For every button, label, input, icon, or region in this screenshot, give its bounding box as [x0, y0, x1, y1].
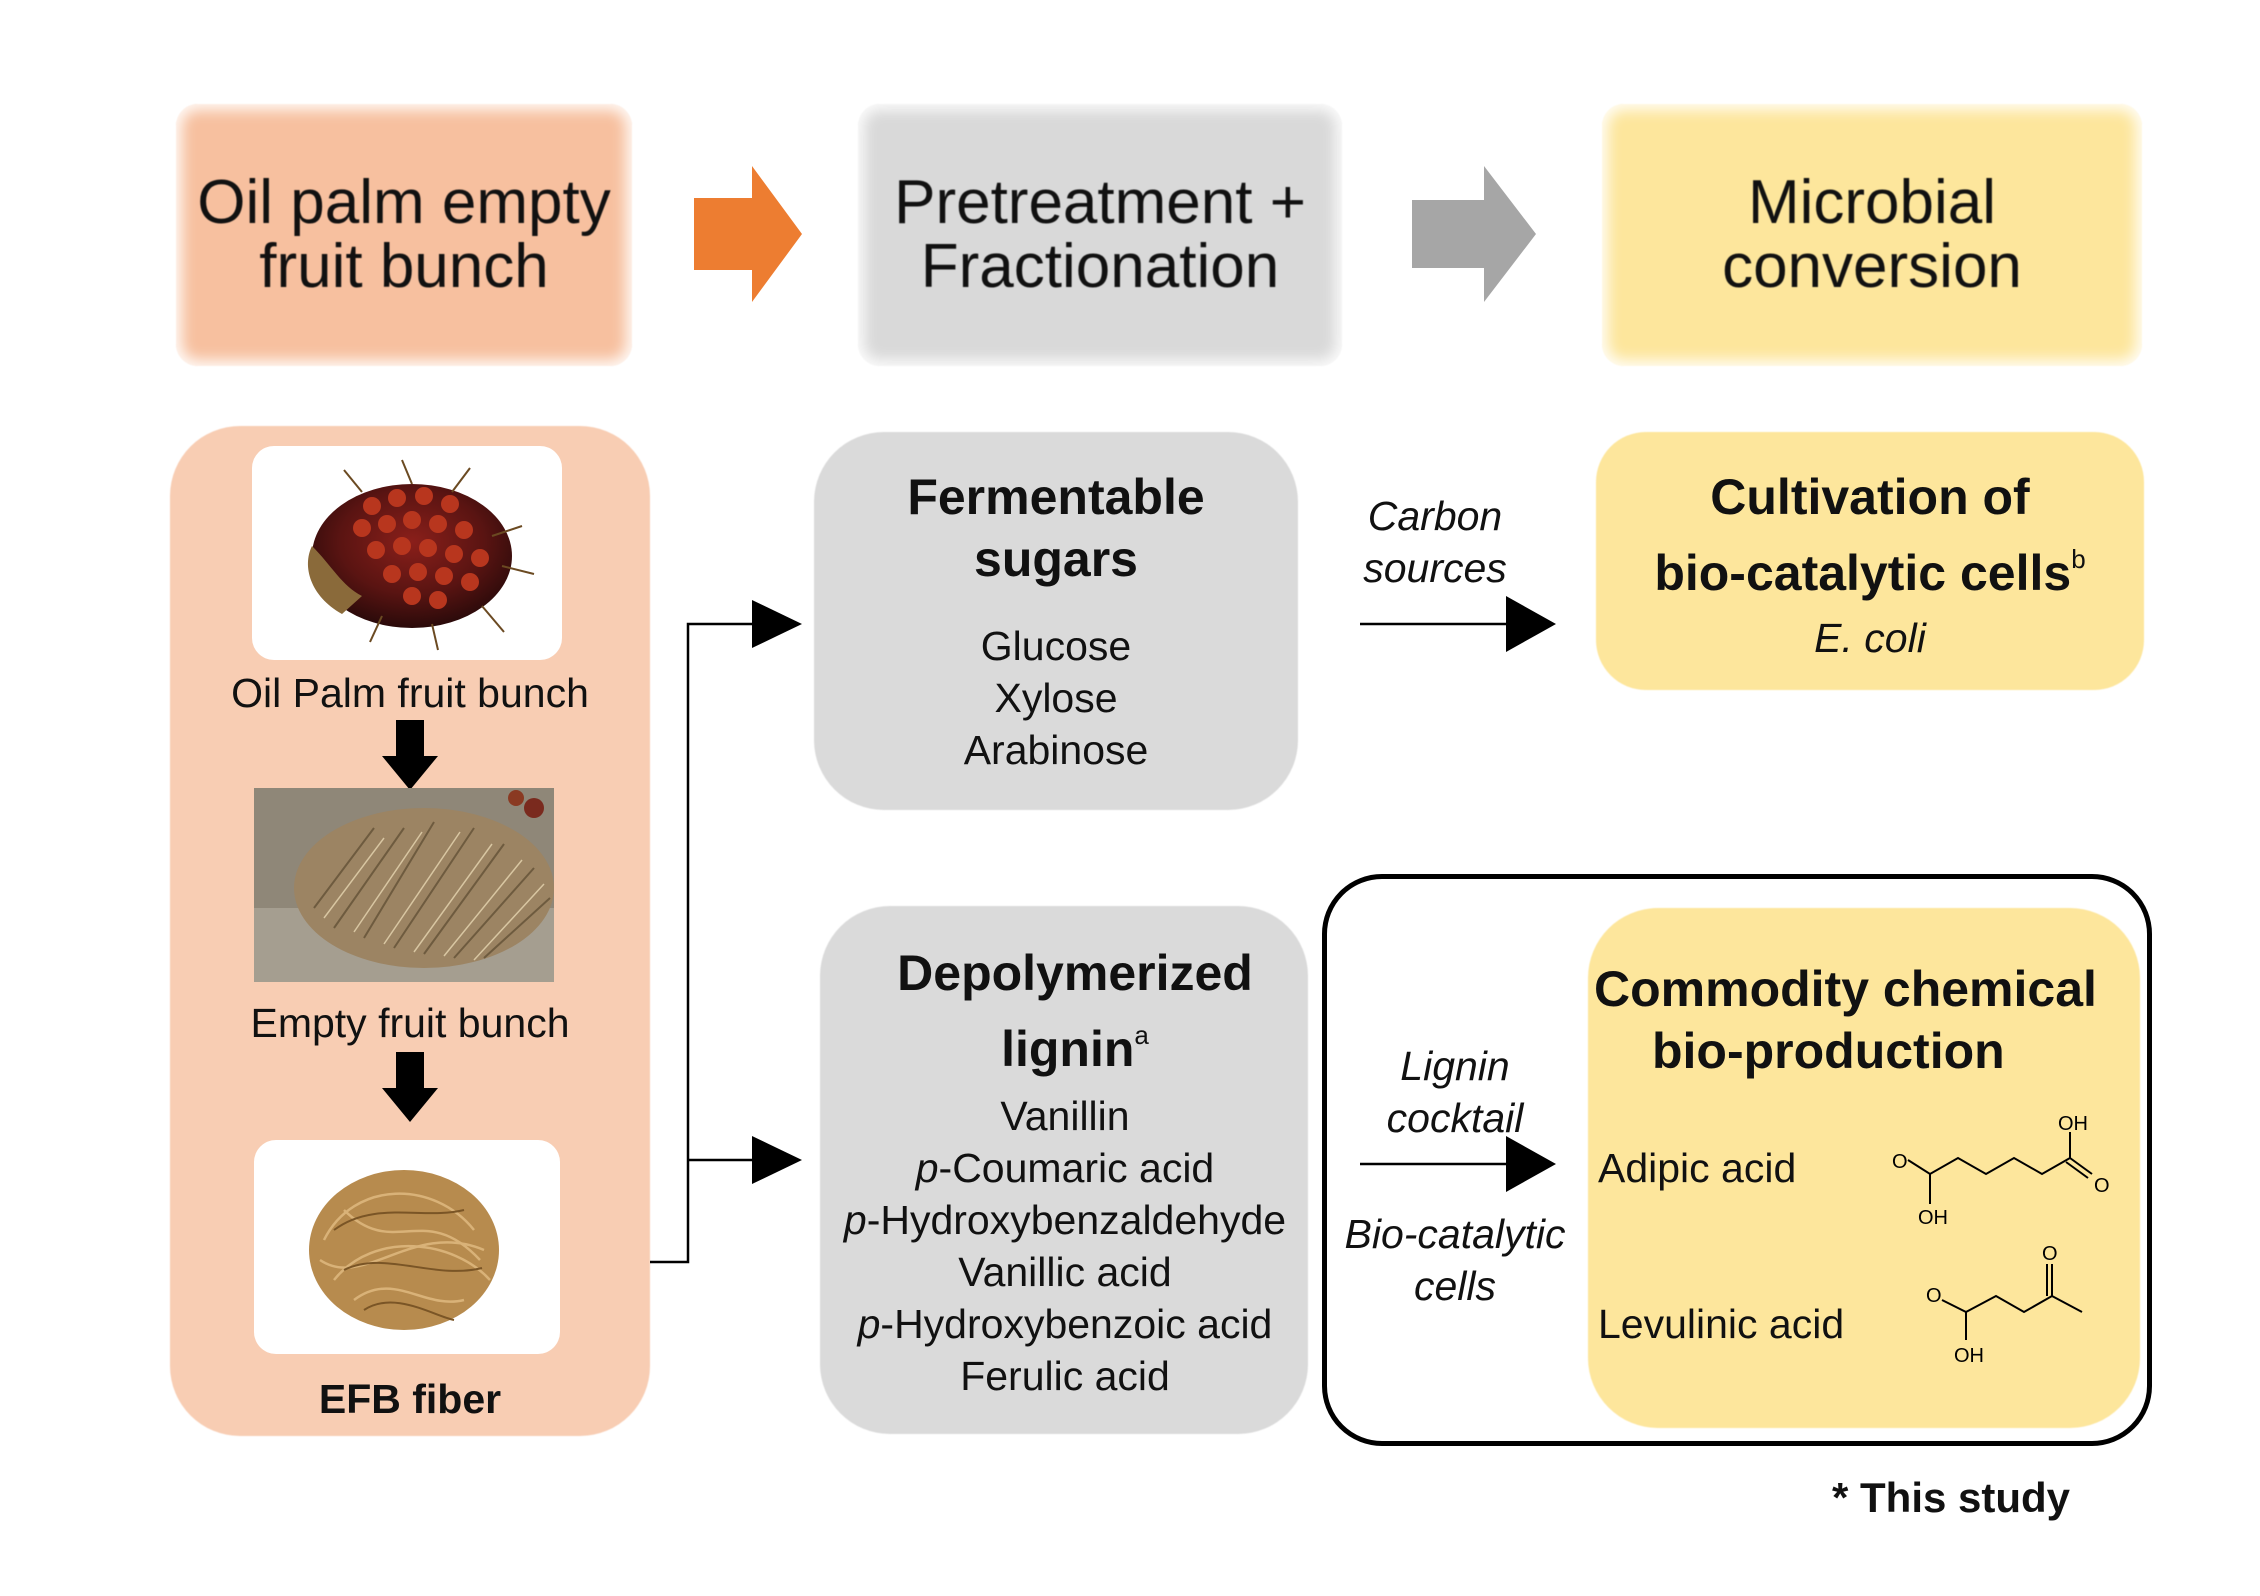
adipic-o-left: O: [1892, 1151, 1908, 1173]
branch-connector: [650, 600, 802, 1264]
cultivation-title-line2: bio-catalytic cells: [1654, 545, 2072, 601]
lignin-item-text: Vanillic acid: [958, 1249, 1172, 1295]
lignin-title-line1: Depolymerized: [897, 945, 1253, 1001]
biocatalytic-line1: Bio-catalytic: [1344, 1211, 1566, 1257]
carbon-sources-label: Carbon sources: [1320, 490, 1550, 594]
fruit-bunch-image: [307, 459, 535, 651]
header-process-title: Pretreatment + Fractionation: [894, 168, 1306, 301]
header-conversion-box: Microbial conversion: [1602, 104, 2142, 366]
efb-fiber-image: [309, 1170, 499, 1330]
fruit-bunch-image-frame: [252, 446, 562, 660]
lignin-item-text: Vanillin: [1000, 1093, 1130, 1139]
lignin-cocktail-line2: cocktail: [1386, 1095, 1524, 1141]
levulinic-oh: OH: [1954, 1345, 1984, 1367]
lignin-panel: [820, 906, 1308, 1434]
commodity-title-line1: Commodity chemical: [1594, 961, 2097, 1017]
efb-fiber-image-frame: [254, 1140, 560, 1354]
sugars-title-line2: sugars: [974, 531, 1138, 587]
fruit-bunch-label: Oil Palm fruit bunch: [231, 670, 589, 716]
empty-fruit-bunch-image: [254, 788, 554, 982]
lignin-item-text: -Hydroxybenzoic acid: [880, 1301, 1273, 1347]
lignin-title-line2: lignin: [1001, 1021, 1135, 1077]
adipic-acid-structure: O OH OH O: [1892, 1116, 2110, 1229]
cultivation-title: Cultivation of bio-catalytic cellsb: [1596, 466, 2144, 604]
down-arrow-2: [382, 1052, 438, 1122]
sugar-item: Glucose: [980, 623, 1132, 669]
adipic-oh-bottom: OH: [1918, 1207, 1948, 1229]
lignin-item-prefix: p: [915, 1145, 939, 1191]
header-source-title: Oil palm empty fruit bunch: [197, 168, 611, 301]
lignin-item: Vanillin: [800, 1090, 1330, 1142]
adipic-acid-label: Adipic acid: [1598, 1145, 1797, 1191]
lignin-item: p-Coumaric acid: [800, 1142, 1330, 1194]
adipic-oh-top: OH: [2058, 1116, 2088, 1135]
gray-arrow: [1412, 166, 1536, 302]
lignin-title: Depolymerized lignina: [820, 942, 1330, 1080]
lignin-list: Vanillin p-Coumaric acid p-Hydroxybenzal…: [800, 1090, 1330, 1402]
commodity-title-line2: bio-production: [1652, 1023, 2005, 1079]
lignin-cocktail-label: Lignin cocktail: [1340, 1040, 1570, 1144]
empty-fruit-bunch-image-frame: [254, 788, 554, 982]
lignin-item: Ferulic acid: [800, 1350, 1330, 1402]
cultivation-panel: [1596, 432, 2144, 690]
levulinic-o-left: O: [1926, 1285, 1942, 1307]
header-source-box: Oil palm empty fruit bunch: [176, 104, 632, 366]
lignin-item-text: -Hydroxybenzaldehyde: [866, 1197, 1287, 1243]
adipic-o-right: O: [2094, 1175, 2110, 1197]
lignin-cocktail-line1: Lignin: [1400, 1043, 1510, 1089]
footnote: * This study: [1832, 1474, 2071, 1521]
cultivation-title-sup: b: [2071, 544, 2086, 574]
carbon-line1: Carbon: [1367, 493, 1503, 539]
sugar-item: Arabinose: [963, 727, 1149, 773]
header-process-box: Pretreatment + Fractionation: [858, 104, 1342, 366]
header-conversion-title: Microbial conversion: [1722, 168, 2022, 301]
sugars-title-line1: Fermentable: [907, 469, 1205, 525]
levulinic-o-top: O: [2042, 1243, 2058, 1265]
lignin-title-sup: a: [1134, 1020, 1149, 1050]
sugars-title: Fermentable sugars: [814, 466, 1298, 590]
orange-arrow: [694, 166, 802, 302]
lignin-item-prefix: p: [857, 1301, 881, 1347]
lignin-item: p-Hydroxybenzoic acid: [800, 1298, 1330, 1350]
lignin-item-prefix: p: [843, 1197, 867, 1243]
lignin-item: p-Hydroxybenzaldehyde: [800, 1194, 1330, 1246]
levulinic-acid-label: Levulinic acid: [1598, 1301, 1845, 1347]
sugar-item: Xylose: [994, 675, 1118, 721]
sugars-panel: [814, 432, 1298, 810]
down-arrow-1: [382, 720, 438, 790]
empty-fruit-bunch-label: Empty fruit bunch: [250, 1000, 570, 1046]
biocatalytic-cells-label: Bio-catalytic cells: [1320, 1208, 1590, 1312]
carbon-line2: sources: [1363, 545, 1507, 591]
levulinic-acid-structure: O OH O: [1926, 1243, 2083, 1367]
efb-fiber-label: EFB fiber: [318, 1376, 502, 1422]
cultivation-title-line1: Cultivation of: [1710, 469, 2030, 525]
carbon-arrow: [1360, 596, 1556, 652]
lignin-item-text: Ferulic acid: [960, 1353, 1170, 1399]
sugars-list: Glucose Xylose Arabinose: [814, 620, 1298, 776]
biocatalytic-line2: cells: [1413, 1263, 1497, 1309]
lignin-arrow: [1360, 1136, 1556, 1192]
this-study-frame: [1322, 874, 2152, 1446]
commodity-title: Commodity chemical bio-production: [1594, 958, 2154, 1082]
lignin-item-text: -Coumaric acid: [938, 1145, 1215, 1191]
commodity-panel: [1588, 908, 2140, 1428]
lignin-item: Vanillic acid: [800, 1246, 1330, 1298]
organism-label: E. coli: [1814, 615, 1926, 661]
